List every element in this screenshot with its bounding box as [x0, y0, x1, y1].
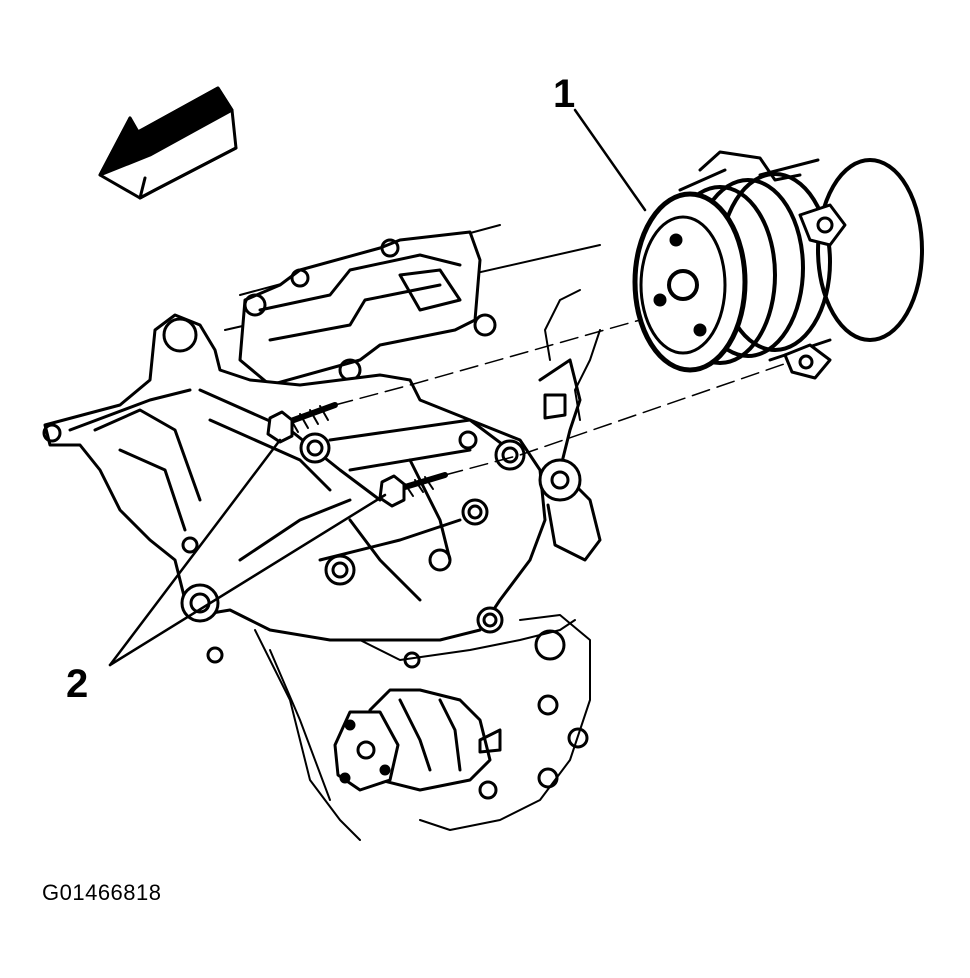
- figure-id: G01466818: [42, 880, 162, 905]
- callout-2-leaders: [108, 438, 387, 667]
- ac-compressor-icon: [632, 150, 924, 380]
- compressor-bolts: [266, 319, 791, 508]
- callout-label-compressor: 1: [553, 72, 576, 116]
- arrow-icon: [98, 86, 238, 200]
- engine-block-icon: [42, 224, 602, 841]
- callout-label-bolts: 2: [66, 662, 89, 706]
- callout-1-leader: [573, 108, 647, 212]
